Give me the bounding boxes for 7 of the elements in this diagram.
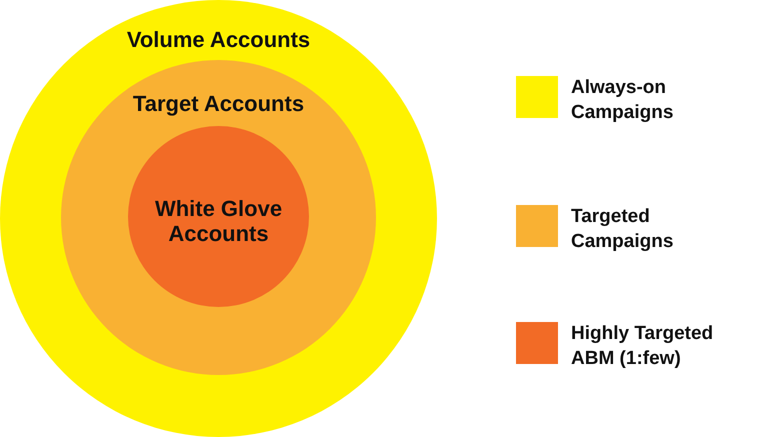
circle-layer — [0, 0, 437, 437]
legend-label: Always-on Campaigns — [571, 76, 674, 125]
layer-label: Volume Accounts — [126, 27, 310, 53]
legend-label: Targeted Campaigns — [571, 205, 674, 254]
layer-label: Target Accounts — [132, 91, 304, 117]
legend-label: Highly Targeted ABM (1:few) — [571, 322, 714, 371]
layer-label: White Glove Accounts — [154, 196, 284, 246]
